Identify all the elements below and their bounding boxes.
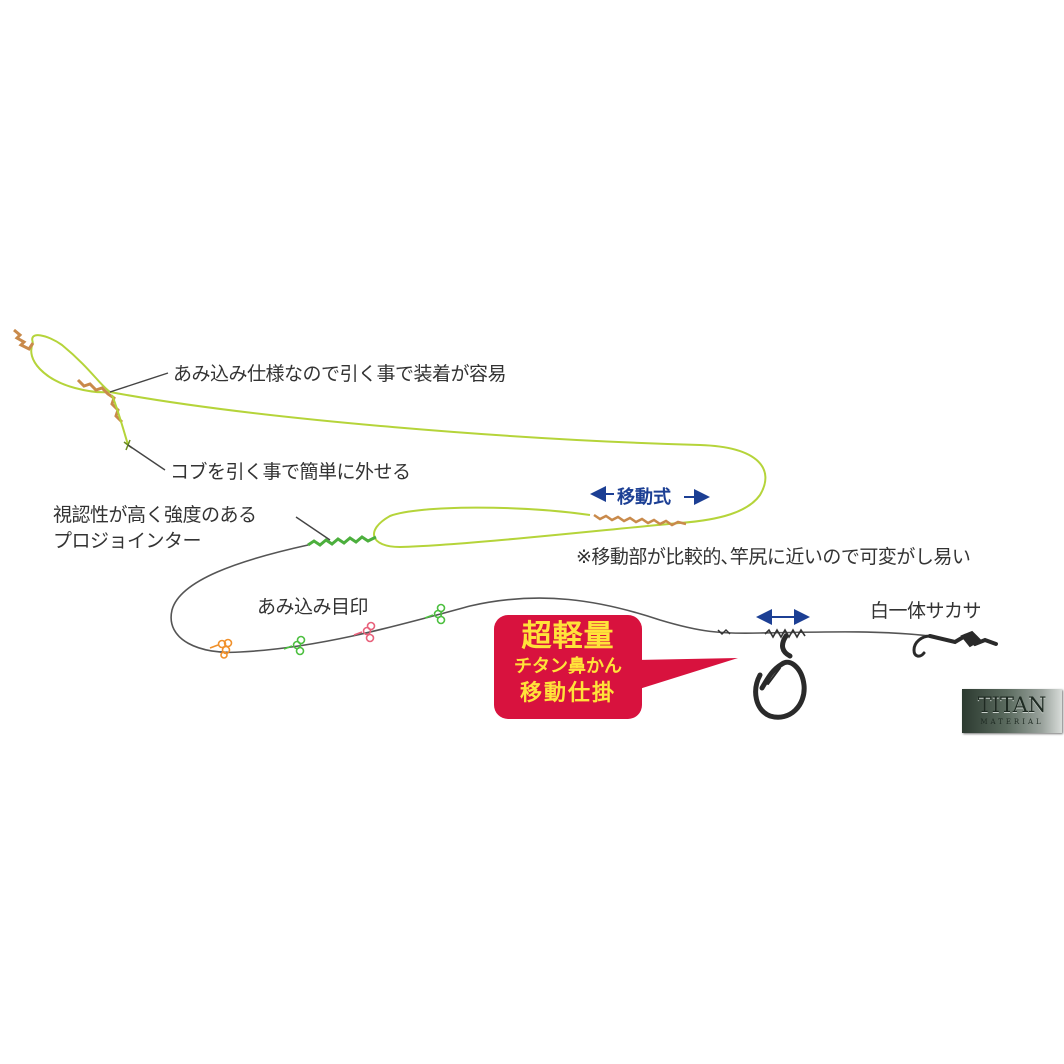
marker-green-1 xyxy=(283,635,306,656)
callout-pointer xyxy=(636,658,738,690)
annotation-braided-loop: あみ込み仕様なので引く事で装着が容易 xyxy=(173,363,507,385)
annotation-knot-release: コブを引く事で簡単に外せる xyxy=(170,461,411,483)
callout-line3: 移動仕掛 xyxy=(519,681,616,706)
main-wire xyxy=(170,544,931,654)
leader-line xyxy=(109,391,767,549)
braid-markers xyxy=(209,603,446,659)
callout-line2: チタン鼻かん xyxy=(514,656,622,677)
callout-badge: 超軽量 チタン鼻かん 移動仕掛 xyxy=(494,615,642,719)
callout-line1: 超軽量 xyxy=(521,619,615,654)
titan-badge-title: TITAN xyxy=(977,693,1047,717)
movable-label: 移動式 xyxy=(617,487,671,508)
marker-pink xyxy=(353,621,376,643)
annotation-movable-note: ※移動部が比較的､竿尻に近いので可変がし易い xyxy=(576,546,971,568)
top-loop xyxy=(13,328,133,451)
annotation-braid-markers: あみ込み目印 xyxy=(257,596,369,618)
titan-material-badge: TITAN MATERIAL xyxy=(962,689,1062,733)
marker-orange xyxy=(209,638,233,659)
annotation-pointers xyxy=(109,372,331,541)
annotation-pro-jointer: 視認性が高く強度のある プロジョインター xyxy=(53,504,257,552)
hook-icon xyxy=(912,630,998,658)
movable-arrows xyxy=(590,486,810,625)
pro-jointer xyxy=(307,535,377,547)
titan-badge-subtitle: MATERIAL xyxy=(980,718,1044,726)
marker-green-2 xyxy=(424,603,446,625)
annotation-hook: 白一体サカサ xyxy=(870,600,982,622)
nose-ring-icon xyxy=(753,633,807,720)
